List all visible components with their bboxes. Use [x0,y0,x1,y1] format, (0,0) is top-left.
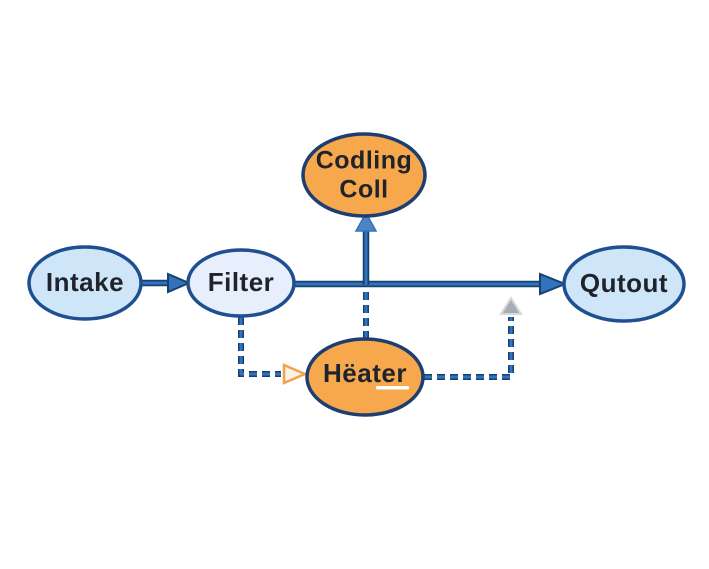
arrowhead-gray-up-icon [499,296,523,315]
edge-intake-to-filter[interactable] [142,272,192,294]
edge-filter-to-output[interactable] [295,272,568,296]
edge-heater-to-output-line[interactable] [424,296,523,380]
arrowhead-right-icon [167,272,192,294]
edge-dash-core [424,317,513,379]
arrowhead-right-icon [539,272,568,296]
edge-junction-to-cooling-coil[interactable] [354,211,378,285]
arrowhead-up-icon [354,211,378,232]
edge-dash-outline [424,317,514,380]
node-output-shape [562,245,686,323]
arrowhead-orange-outline-icon [282,363,309,385]
node-intake[interactable] [27,245,143,321]
heater-underline [376,386,409,390]
node-output[interactable] [562,245,686,323]
edge-filter-to-heater[interactable] [238,317,309,385]
node-filter[interactable] [186,248,296,318]
node-intake-shape [27,245,143,321]
node-heater[interactable] [305,337,425,417]
node-cooling-coil-shape [301,132,427,218]
node-cooling-coil[interactable] [301,132,427,218]
edge-dash-core [239,317,281,376]
node-heater-shape [305,337,425,417]
edge-dash-outline [238,317,281,377]
node-filter-shape [186,248,296,318]
